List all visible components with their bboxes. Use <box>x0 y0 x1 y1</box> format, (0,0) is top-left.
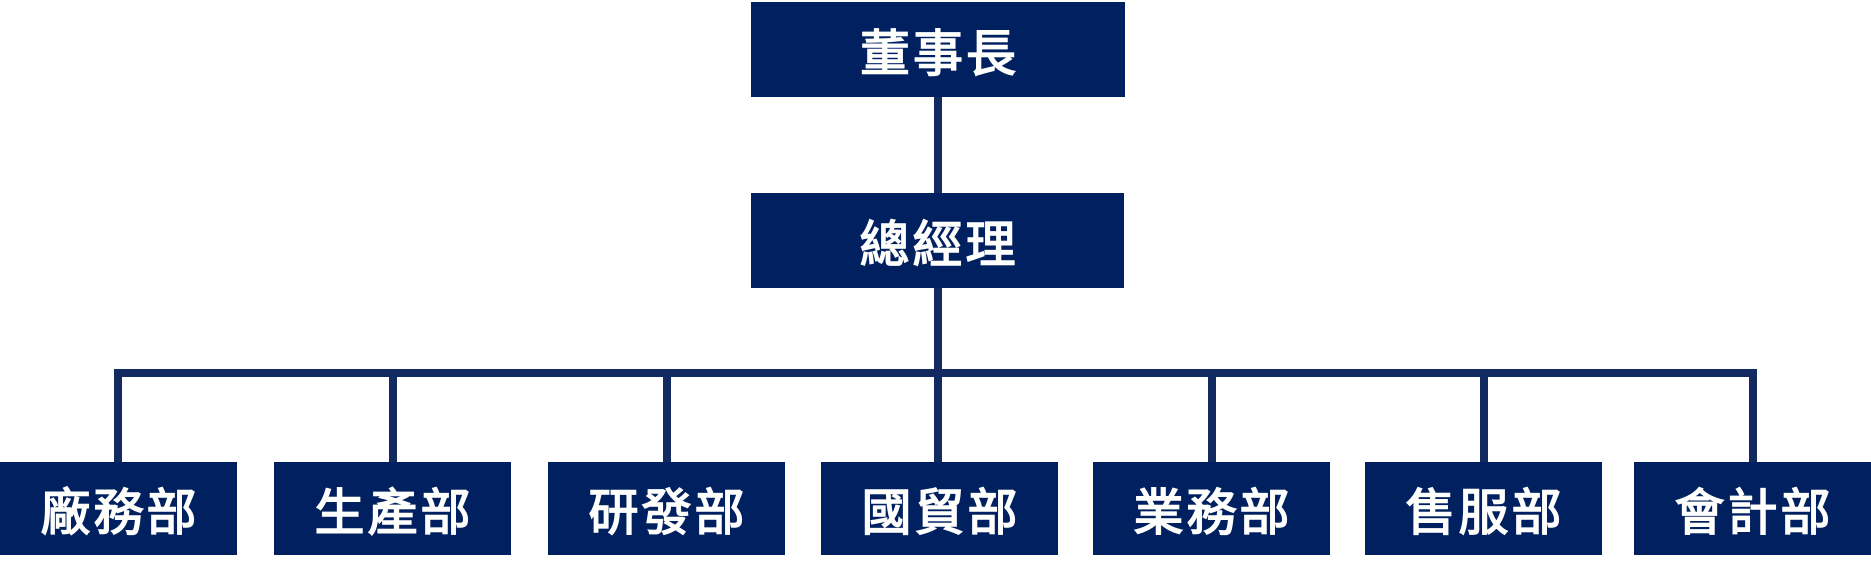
connector-drop-dept-7 <box>1749 369 1757 462</box>
connector-chairman-to-gm <box>934 97 942 193</box>
connector-drop-dept-6 <box>1480 369 1488 462</box>
org-node-dept-accounting: 會計部 <box>1634 462 1871 555</box>
org-node-general-manager: 總經理 <box>751 193 1124 288</box>
org-node-dept-rnd: 研發部 <box>548 462 785 555</box>
connector-drop-dept-1 <box>114 369 122 462</box>
connector-horizontal-rail <box>114 369 1757 377</box>
org-node-dept-after-sales-service: 售服部 <box>1365 462 1602 555</box>
org-node-dept-international-trade: 國貿部 <box>821 462 1058 555</box>
org-node-dept-production: 生產部 <box>274 462 511 555</box>
connector-drop-dept-2 <box>389 369 397 462</box>
org-node-dept-sales: 業務部 <box>1093 462 1330 555</box>
connector-drop-dept-3 <box>663 369 671 462</box>
org-node-chairman: 董事長 <box>751 2 1125 97</box>
connector-drop-dept-5 <box>1208 369 1216 462</box>
org-node-dept-factory-affairs: 廠務部 <box>0 462 237 555</box>
